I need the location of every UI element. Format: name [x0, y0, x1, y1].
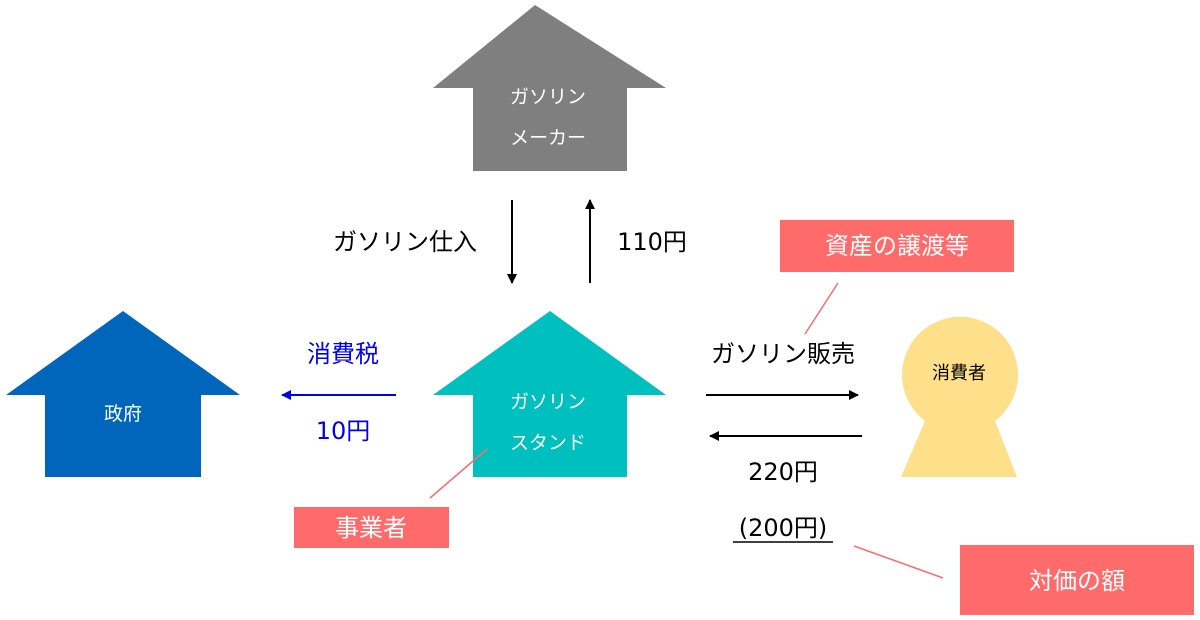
- purchase-label: ガソリン仕入: [333, 228, 477, 256]
- consumer-node: 消費者: [901, 316, 1018, 477]
- tax-amount: 10円: [316, 417, 371, 445]
- callout-asset-transfer-box: [780, 220, 1014, 272]
- callout-asset-transfer-text: 資産の譲渡等: [825, 232, 969, 260]
- sale-label: ガソリン販売: [711, 340, 855, 368]
- callout-consideration-text: 対価の額: [1029, 567, 1125, 595]
- callout-business-text: 事業者: [335, 514, 407, 542]
- callout-consideration-pointer: [853, 545, 944, 579]
- gasoline-maker-node: ガソリン メーカー: [433, 5, 666, 171]
- maker-label-line1: ガソリン: [510, 86, 586, 108]
- callout-business-box: [294, 507, 449, 548]
- callout-asset-transfer: 資産の譲渡等: [780, 220, 1014, 335]
- stand-label-line2: スタンド: [510, 432, 586, 454]
- callout-consideration: 対価の額: [853, 545, 1194, 615]
- consumer-figure-shape: [901, 316, 1018, 477]
- callout-consideration-box: [960, 545, 1194, 615]
- purchase-amount: 110円: [617, 228, 687, 256]
- gasoline-stand-node: ガソリン スタンド: [433, 311, 666, 477]
- government-label: 政府: [104, 403, 142, 425]
- sale-amount: 220円: [748, 458, 818, 486]
- government-node: 政府: [6, 311, 240, 477]
- stand-label-line1: ガソリン: [510, 391, 586, 413]
- government-house-shape: [6, 311, 240, 477]
- consideration-amount: (200円): [739, 514, 828, 542]
- callout-business-pointer: [429, 448, 488, 499]
- stand-house-shape: [433, 311, 666, 477]
- consumer-label: 消費者: [932, 363, 986, 384]
- maker-label-line2: メーカー: [510, 127, 586, 149]
- maker-house-shape: [433, 5, 666, 171]
- tax-label: 消費税: [307, 340, 379, 368]
- callout-asset-transfer-pointer: [804, 282, 839, 335]
- callout-business: 事業者: [294, 448, 488, 548]
